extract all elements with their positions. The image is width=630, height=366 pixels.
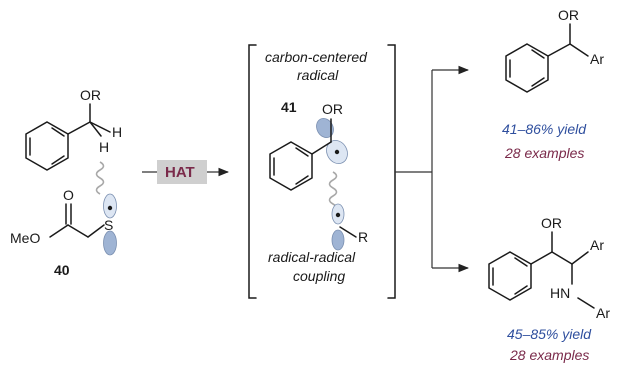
product-bottom-or-label: OR xyxy=(541,215,562,231)
product-bottom-hn-label: HN xyxy=(550,285,570,301)
sulfur-radical-dot xyxy=(107,205,113,211)
reactant-or-label: OR xyxy=(80,87,101,103)
reactant-s-ch2-bond xyxy=(87,224,105,238)
compound-number-41: 41 xyxy=(281,99,297,115)
intermediate-title-line1: carbon-centered xyxy=(265,49,368,65)
product-top: OR Ar 41–86% yield 28 examples xyxy=(502,7,604,161)
hat-label: HAT xyxy=(165,164,195,181)
product-top-examples: 28 examples xyxy=(504,145,584,161)
product-bottom-yield: 45–85% yield xyxy=(507,326,592,342)
product-bottom-examples: 28 examples xyxy=(509,347,589,363)
product-top-ar-label: Ar xyxy=(590,51,604,67)
left-bracket xyxy=(248,44,257,299)
reactant-c-h-bond xyxy=(89,121,111,133)
product-bottom-benzene-ring xyxy=(488,251,532,301)
carbon-p-orbital xyxy=(316,118,348,164)
reactant-ring-ch-bond xyxy=(67,121,91,135)
compound-number-40: 40 xyxy=(54,262,70,278)
intermediate-ring-c-bond xyxy=(311,141,332,155)
product-bottom: OR Ar HN Ar 45–85% yield 28 examples xyxy=(488,215,610,363)
reactant-benzene-ring xyxy=(25,121,69,171)
intermediate-caption-line2: coupling xyxy=(293,268,345,284)
intermediate-title-line2: radical xyxy=(297,67,339,83)
reactant-c-h-bond-2 xyxy=(89,121,102,137)
reactant-h-label-1: H xyxy=(112,124,122,140)
branch-arrows xyxy=(395,65,470,273)
product-top-ring-c-bond xyxy=(547,43,571,57)
product-bottom-c-ar-bond xyxy=(571,251,589,265)
carbonyl-oxygen-label: O xyxy=(63,187,74,203)
intermediate-coupling-wave xyxy=(328,171,338,213)
product-top-c-ar-bond xyxy=(569,43,589,57)
product-top-benzene-ring xyxy=(505,43,549,93)
reactant-h-label-2: H xyxy=(99,139,109,155)
product-bottom-ring-c-bond xyxy=(530,251,553,265)
product-bottom-ar-label-1: Ar xyxy=(590,237,604,253)
sulfur-atom-label: S xyxy=(104,217,113,233)
intermediate-benzene-ring xyxy=(269,141,313,191)
hat-label-box xyxy=(157,160,207,184)
product-bottom-n-ar-bond xyxy=(577,297,595,309)
right-bracket xyxy=(387,44,396,299)
intermediate-41: carbon-centered radical 41 OR R radical-… xyxy=(265,49,368,284)
alkyl-p-orbital xyxy=(331,203,345,251)
reactant-interaction-wave xyxy=(95,161,105,195)
intermediate-caption-line1: radical-radical xyxy=(268,249,356,265)
intermediate-r-label: R xyxy=(358,229,368,245)
methoxy-label: MeO xyxy=(10,230,40,246)
hat-step: HAT xyxy=(142,160,230,184)
alkyl-radical-dot xyxy=(335,212,341,218)
carbon-radical-dot xyxy=(334,149,340,155)
sulfur-p-orbital xyxy=(103,193,117,256)
reactant-c-ome-bond xyxy=(49,224,69,238)
reactant-40: OR H H S O MeO 40 xyxy=(10,87,122,278)
intermediate-or-label: OR xyxy=(322,101,343,117)
reactant-ch2-c-bond xyxy=(67,224,89,238)
product-bottom-c-c-bond xyxy=(551,251,573,265)
product-top-yield: 41–86% yield xyxy=(502,121,587,137)
intermediate-c-r-bond xyxy=(339,226,357,238)
product-top-or-label: OR xyxy=(558,7,579,23)
product-bottom-ar-label-2: Ar xyxy=(596,305,610,321)
